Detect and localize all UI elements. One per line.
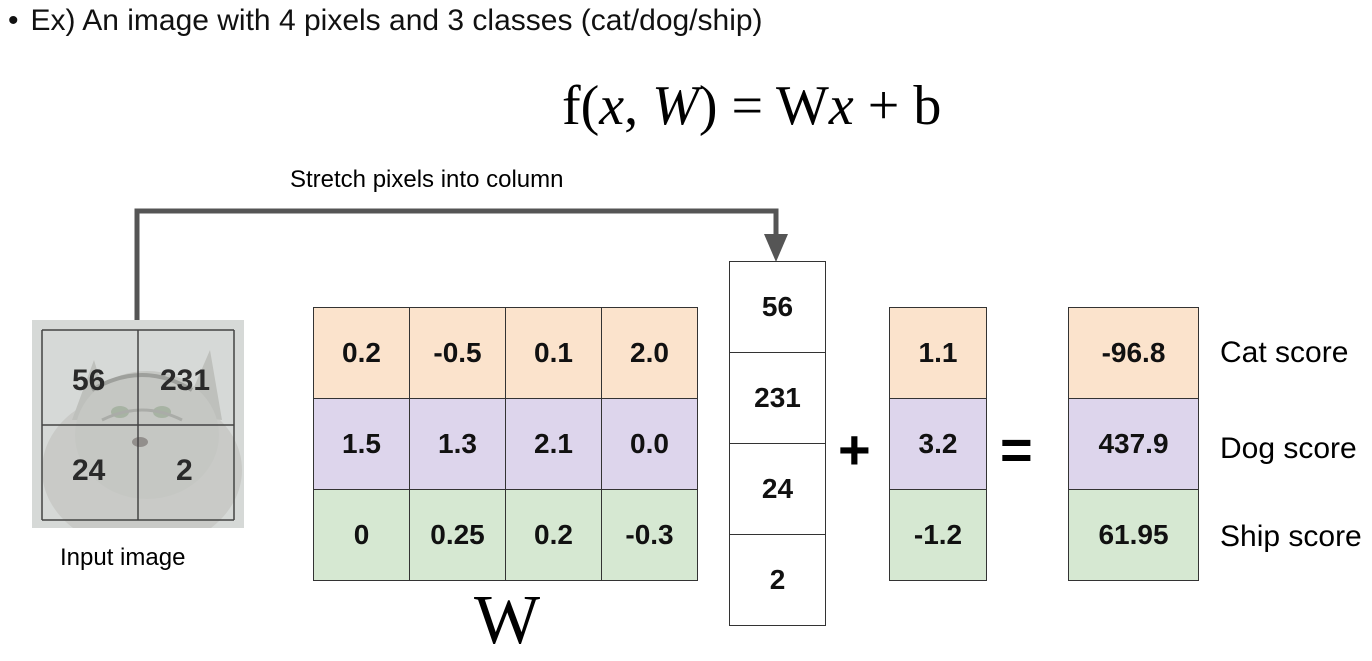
stretch-arrow-head	[764, 234, 788, 262]
matrix-cell: 0.25	[410, 490, 506, 581]
bullet-heading: • Ex) An image with 4 pixels and 3 classe…	[8, 4, 763, 38]
eq-W: W	[652, 75, 699, 137]
matrix-cell: 2.1	[506, 399, 602, 490]
weight-matrix-label: W	[474, 582, 541, 659]
matrix-cell: 0.2	[314, 308, 410, 399]
heading-text: Ex) An image with 4 pixels and 3 classes…	[30, 4, 763, 37]
score-cell: 61.95	[1069, 490, 1199, 581]
pixel-value: 231	[160, 364, 211, 397]
stretch-label: Stretch pixels into column	[290, 166, 564, 193]
equation: f(x, W) = Wx + b	[562, 74, 941, 138]
eq-tail: + b	[853, 75, 942, 137]
dog-score-label: Dog score	[1220, 432, 1357, 465]
eq-x: x	[599, 75, 625, 137]
vector-cell: 2	[730, 535, 826, 626]
equals-sign: =	[1000, 418, 1033, 481]
cat-photo	[32, 320, 244, 528]
pixel-value: 56	[72, 364, 106, 397]
vector-cell: 56	[730, 262, 826, 353]
cat-score-label: Cat score	[1220, 336, 1349, 369]
matrix-cell: 0.1	[506, 308, 602, 399]
score-cell: 437.9	[1069, 399, 1199, 490]
score-vector: -96.8 437.9 61.95	[1068, 307, 1199, 581]
input-image: 56 231 24 2	[32, 320, 244, 528]
matrix-cell: 1.5	[314, 399, 410, 490]
pixel-value: 2	[176, 454, 193, 487]
eq-rest: ) = W	[698, 75, 829, 137]
plus-sign: +	[838, 418, 871, 481]
weight-matrix: 0.2 -0.5 0.1 2.0 1.5 1.3 2.1 0.0 0 0.25 …	[313, 307, 698, 581]
pixel-value: 24	[72, 454, 106, 487]
bias-cell: 3.2	[890, 399, 987, 490]
matrix-cell: 0	[314, 490, 410, 581]
stretch-arrow-line	[134, 208, 779, 320]
bias-cell: -1.2	[890, 490, 987, 581]
matrix-cell: 0.2	[506, 490, 602, 581]
matrix-cell: -0.3	[602, 490, 698, 581]
bullet-dot: •	[8, 4, 19, 37]
ship-score-label: Ship score	[1220, 520, 1362, 553]
score-cell: -96.8	[1069, 308, 1199, 399]
matrix-cell: 0.0	[602, 399, 698, 490]
vector-cell: 231	[730, 353, 826, 444]
bias-vector: 1.1 3.2 -1.2	[889, 307, 987, 581]
pixel-column-vector: 56 231 24 2	[729, 261, 826, 626]
matrix-cell: 1.3	[410, 399, 506, 490]
eq-x2: x	[828, 75, 854, 137]
input-image-label: Input image	[60, 544, 186, 571]
eq-comma: ,	[624, 75, 653, 137]
eq-f: f(	[562, 75, 600, 137]
matrix-cell: -0.5	[410, 308, 506, 399]
vector-cell: 24	[730, 444, 826, 535]
matrix-cell: 2.0	[602, 308, 698, 399]
bias-cell: 1.1	[890, 308, 987, 399]
